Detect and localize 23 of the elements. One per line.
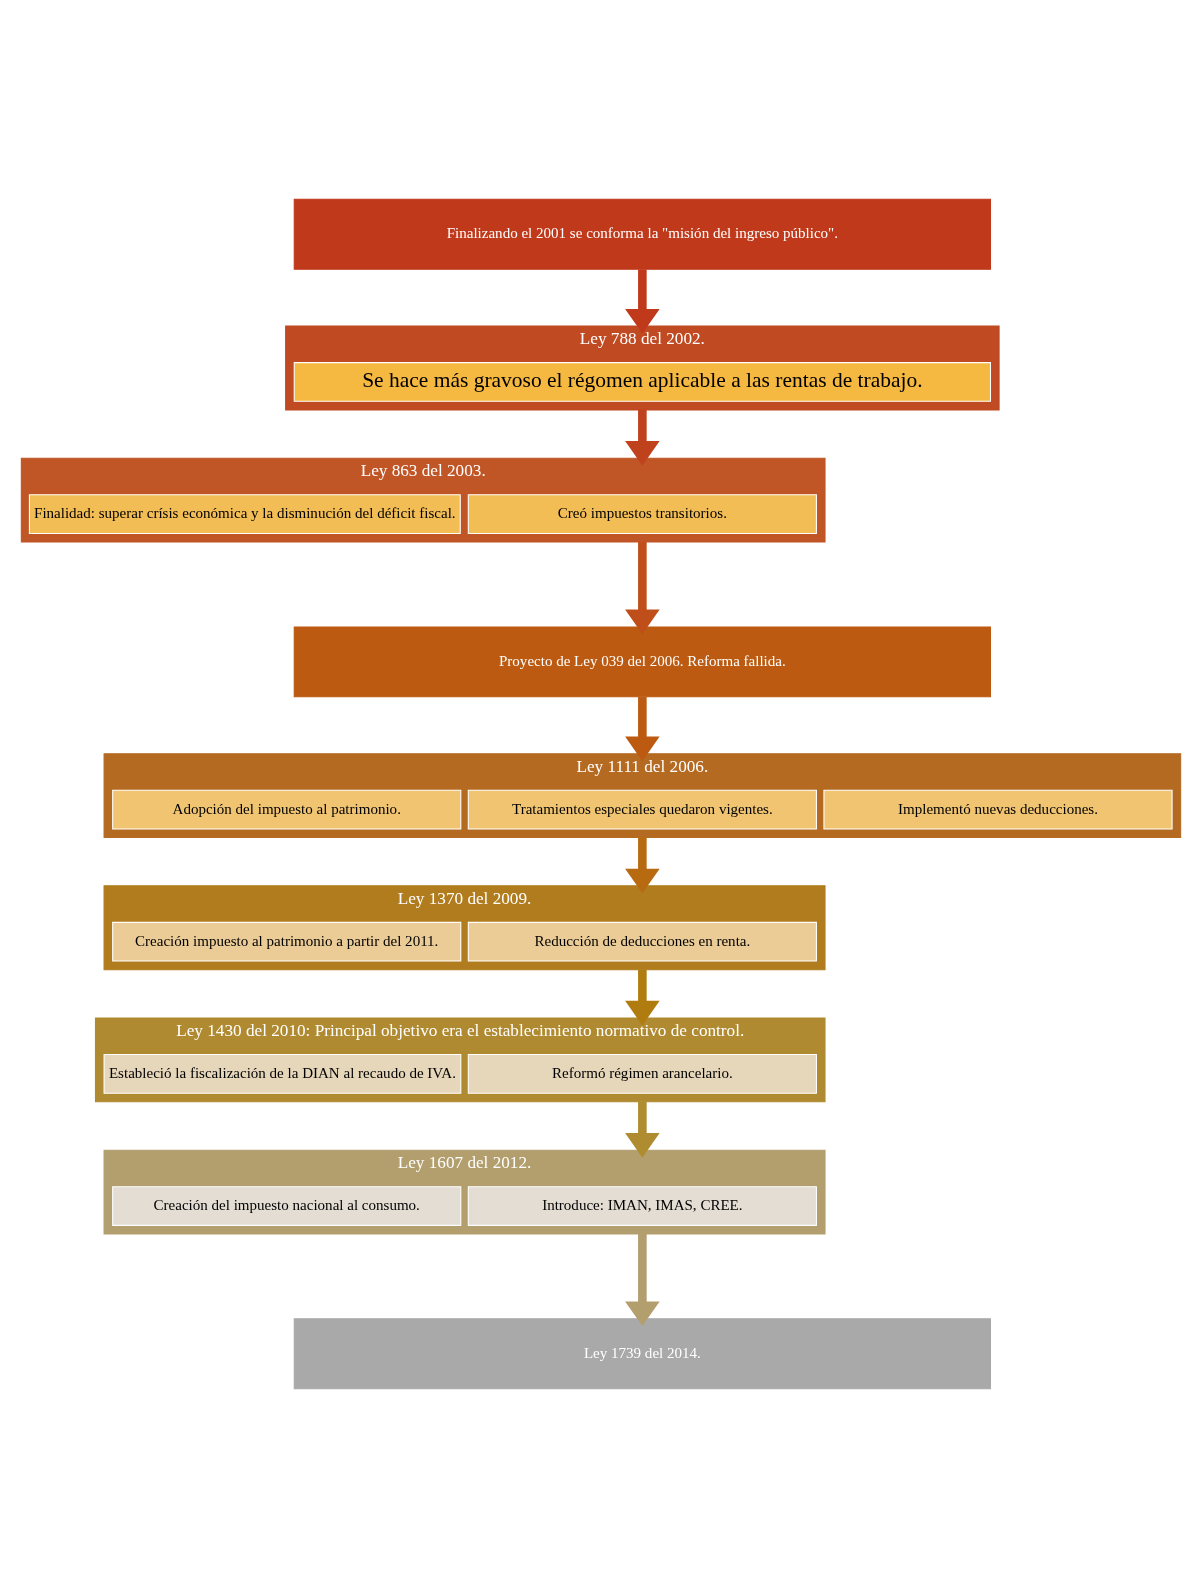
arrow: [625, 269, 660, 334]
arrow: [625, 1234, 660, 1327]
node-box: Introduce: IMAN, IMAS, CREE.: [467, 1186, 817, 1226]
node-box: Creó impuestos transitorios.: [467, 494, 817, 534]
node-box: Reducción de deducciones en renta.: [467, 921, 817, 962]
node-box: Adopción del impuesto al patrimonio.: [112, 789, 462, 830]
node-box: Finalizando el 2001 se conforma la "misión del ingreso público".: [293, 198, 991, 270]
arrow: [625, 1101, 660, 1158]
node-box: Ley 1739 del 2014.: [293, 1318, 991, 1390]
node-box: Proyecto de Ley 039 del 2006. Reforma fallida.: [293, 626, 991, 698]
node-box: Se hace más gravoso el régomen aplicable a las rentas de trabajo.: [293, 362, 991, 402]
node-box: Estableció la fiscalización de la DIAN al recaudo de IVA.: [103, 1054, 462, 1094]
node-box: Reformó régimen arancelario.: [467, 1054, 817, 1094]
node-box: Creación impuesto al patrimonio a partir del 2011.: [112, 921, 462, 962]
arrow: [625, 542, 660, 635]
node-box: Creación del impuesto nacional al consumo.: [112, 1186, 462, 1226]
node-box: Tratamientos especiales quedaron vigentes.: [467, 789, 817, 830]
arrow: [625, 697, 660, 762]
node-box: Implementó nuevas deducciones.: [823, 789, 1173, 830]
arrow: [625, 969, 660, 1026]
arrow: [625, 837, 660, 894]
arrow: [625, 409, 660, 466]
node-box: Finalidad: superar crísis económica y la disminución del déficit fiscal.: [28, 494, 461, 534]
